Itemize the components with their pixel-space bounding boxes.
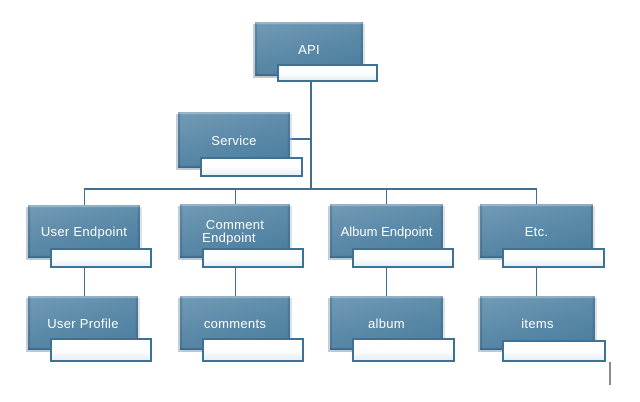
node-user-profile[interactable]: User Profile	[28, 296, 152, 362]
text-caret-mark	[609, 362, 611, 385]
node-user-profile-label: User Profile	[47, 315, 119, 331]
node-album-endpoint-label: Album Endpoint	[340, 223, 433, 239]
node-etc-label: Etc.	[524, 223, 549, 239]
connector-rail	[84, 188, 537, 190]
node-user-endpoint-attachment-box[interactable]	[50, 248, 152, 268]
node-comment-endpoint-label-line2: Endpoint	[202, 230, 256, 245]
connector-drop-comment-endpoint	[234, 188, 236, 205]
connector-drop-user-endpoint	[83, 188, 85, 205]
node-items[interactable]: items	[480, 296, 606, 362]
node-comment-endpoint-label-line1: Comment	[205, 217, 265, 232]
node-comments[interactable]: comments	[180, 296, 304, 362]
connector-drop-etc	[535, 188, 537, 205]
node-comments-attachment-box[interactable]	[202, 338, 304, 362]
node-comment-endpoint-attachment-box[interactable]	[202, 248, 304, 268]
node-service-label: Service	[211, 132, 257, 148]
node-items-attachment-box[interactable]	[502, 340, 606, 362]
node-album-endpoint[interactable]: Album Endpoint	[330, 204, 454, 268]
node-etc-attachment-box[interactable]	[502, 248, 605, 268]
node-album-attachment-box[interactable]	[352, 338, 455, 362]
connector-album-endpoint-to-album	[385, 268, 387, 296]
node-comments-label: comments	[203, 315, 267, 331]
connector-drop-album-endpoint	[385, 188, 387, 205]
node-comment-endpoint-label: Comment Endpoint	[168, 204, 290, 258]
connector-comment-endpoint-to-comments	[234, 268, 236, 296]
node-album-label: album	[368, 315, 405, 331]
connector-trunk	[309, 82, 312, 189]
node-album-endpoint-attachment-box[interactable]	[352, 248, 454, 268]
connector-user-endpoint-to-user-profile	[83, 268, 85, 296]
node-items-label: items	[521, 315, 554, 331]
node-user-profile-attachment-box[interactable]	[50, 338, 152, 362]
node-api-attachment-box[interactable]	[277, 64, 378, 82]
node-service-attachment-box[interactable]	[200, 157, 303, 177]
node-user-endpoint[interactable]: User Endpoint	[28, 205, 152, 268]
node-api-label: API	[298, 41, 320, 57]
node-album[interactable]: album	[330, 296, 455, 362]
node-comment-endpoint[interactable]: Comment Endpoint	[180, 204, 304, 268]
node-api[interactable]: API	[255, 22, 378, 82]
connector-service-elbow	[290, 138, 311, 140]
node-user-endpoint-label: User Endpoint	[40, 224, 128, 239]
node-etc[interactable]: Etc.	[480, 204, 605, 268]
node-service[interactable]: Service	[178, 112, 303, 177]
connector-etc-to-items	[535, 268, 537, 296]
